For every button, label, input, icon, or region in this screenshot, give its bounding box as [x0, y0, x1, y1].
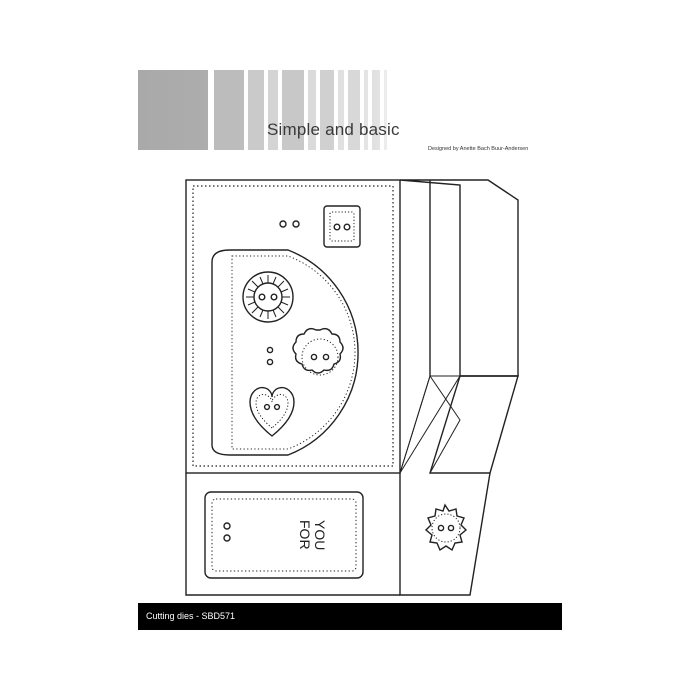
- tag-outer: [204, 491, 364, 579]
- brand-title: Simple and basic: [267, 120, 400, 139]
- square-button-icon: [323, 205, 361, 248]
- flower-button-icon: [292, 327, 344, 376]
- product-card: Simple and basic Designed by Anette Bach…: [138, 70, 562, 630]
- hole-icon: [279, 220, 287, 228]
- header-stripes: [138, 70, 562, 158]
- tag-stitching: [211, 498, 357, 572]
- pocket-shape: [211, 249, 359, 456]
- footer-label: Cutting dies - SBD571: [146, 611, 236, 621]
- hole-icon: [266, 358, 274, 366]
- sunburst-button-icon: [242, 271, 294, 323]
- side-flap-bottom: [429, 375, 519, 474]
- tag-hole-icon: [223, 534, 231, 542]
- tag-hole-icon: [223, 522, 231, 530]
- hole-icon: [266, 346, 274, 354]
- front-panel-stitching: [192, 185, 394, 467]
- bottom-right-panel: [399, 472, 491, 596]
- side-flap-top: [399, 179, 519, 377]
- bottom-left-panel: [185, 473, 400, 596]
- heart-button-icon: [249, 386, 295, 437]
- gear-button-icon: [424, 503, 468, 552]
- hole-icon: [292, 220, 300, 228]
- footer-bar: Cutting dies - SBD571: [138, 603, 562, 630]
- designer-credit: Designed by Anette Bach Buur-Andersen: [428, 146, 529, 152]
